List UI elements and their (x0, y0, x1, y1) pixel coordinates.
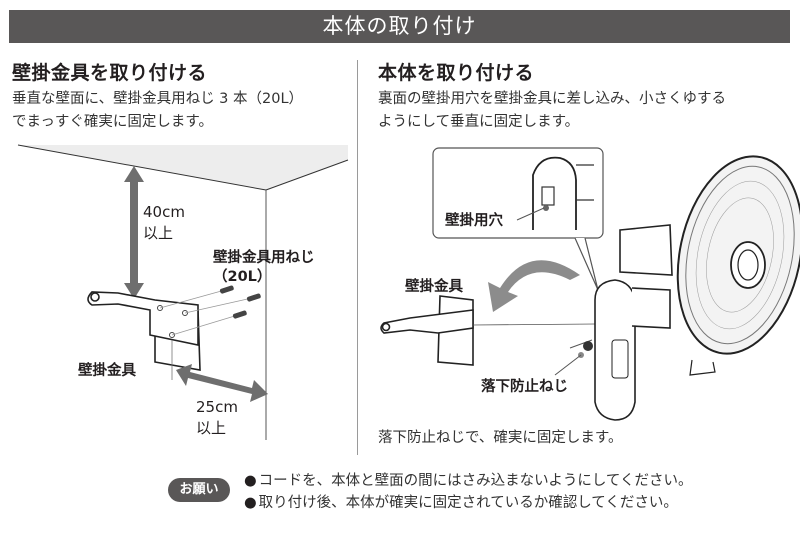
notice-item: 取り付け後、本体が確実に固定されているか確認してください。 (244, 492, 693, 514)
screw-icons (159, 289, 253, 336)
dimension-top-qualifier: 以上 (143, 224, 174, 242)
section-header-title: 本体の取り付け (322, 14, 477, 38)
fall-screw-label: 落下防止ねじ (481, 379, 568, 395)
dimension-top-value: 40cm (143, 203, 185, 221)
bracket-wall-diagram (17, 144, 349, 440)
vertical-dimension-arrow (124, 166, 144, 299)
notice-item: コードを、本体と壁面の間にはさみ込まないようにしてください。 (244, 470, 693, 492)
right-section-title: 本体を取り付ける (378, 62, 535, 84)
fall-screw-icon (554, 339, 593, 376)
left-section-title: 壁掛金具を取り付ける (12, 62, 208, 84)
callout-label-hole: 壁掛用穴 (445, 213, 503, 229)
screw-label-line2: （20L） (213, 269, 272, 285)
fan-guard-lines (695, 180, 785, 330)
screw-label-line1: 壁掛金具用ねじ (213, 250, 315, 266)
right-section-body: 裏面の壁掛用穴を壁掛金具に差し込み、小さくゆする ようにして垂直に固定します。 (378, 88, 726, 134)
right-body-line-1: 裏面の壁掛用穴を壁掛金具に差し込み、小さくゆする (378, 91, 726, 107)
horizontal-dimension-arrow (176, 364, 268, 402)
bracket-label-right: 壁掛金具 (405, 279, 463, 295)
left-body-line-2: でまっすぐ確実に固定します。 (12, 114, 213, 130)
notice-list: コードを、本体と壁面の間にはさみ込まないようにしてください。 取り付け後、本体が… (244, 470, 693, 514)
callout-box (432, 147, 604, 291)
right-body-line-2: ようにして垂直に固定します。 (378, 114, 580, 130)
left-section-body: 垂直な壁面に、壁掛金具用ねじ 3 本（20L） でまっすぐ確実に固定します。 (12, 88, 303, 134)
right-section-footer: 落下防止ねじで、確実に固定します。 (378, 430, 623, 446)
dimension-side-value: 25cm (196, 398, 238, 416)
fan-mounting-diagram (380, 147, 800, 421)
bracket-label-left: 壁掛金具 (78, 363, 136, 379)
ceiling-shape (18, 145, 348, 190)
section-header: 本体の取り付け (9, 10, 790, 43)
left-body-line-1: 垂直な壁面に、壁掛金具用ねじ 3 本（20L） (12, 91, 304, 107)
rotate-arrow-icon (488, 260, 580, 312)
wall-bracket-right (380, 295, 474, 366)
column-divider (357, 60, 358, 455)
notice-badge: お願い (168, 478, 230, 502)
fan-unit-drawing (594, 155, 800, 421)
dimension-side-qualifier: 以上 (196, 419, 227, 437)
